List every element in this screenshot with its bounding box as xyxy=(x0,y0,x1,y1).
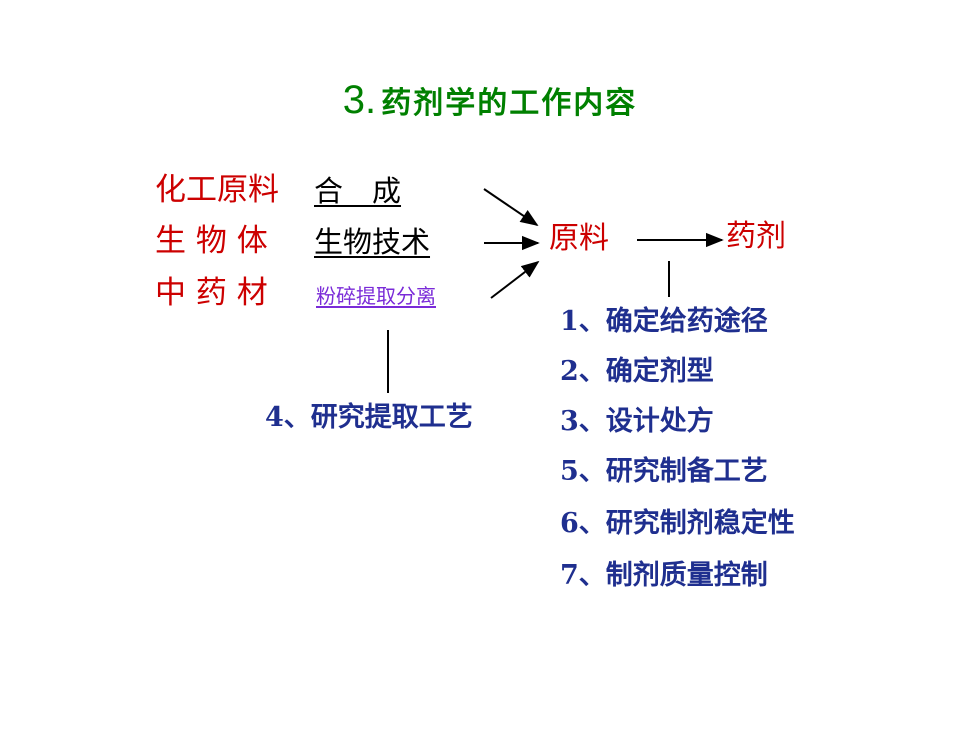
source-organism: 生 物 体 xyxy=(155,223,268,259)
diagram-title: 3. 药剂学的工作内容 xyxy=(0,80,980,120)
step-5: 5、研究制备工艺 xyxy=(560,456,768,487)
arrow-synthesis-to-raw xyxy=(483,188,539,227)
title-text: 药剂学的工作内容 xyxy=(381,86,638,121)
process-extraction[interactable]: 粉碎提取分离 xyxy=(316,284,436,308)
step-6: 6、研究制剂稳定性 xyxy=(560,508,795,539)
title-number: 3. xyxy=(342,78,377,122)
step-2: 2、确定剂型 xyxy=(560,356,714,387)
process-synthesis: 合 成 xyxy=(314,174,402,208)
step-7: 7、制剂质量控制 xyxy=(560,560,768,591)
process-biotech: 生物技术 xyxy=(314,225,431,259)
step-1: 1、确定给药途径 xyxy=(560,306,768,337)
arrow-extraction-to-raw xyxy=(490,260,540,299)
node-preparation: 药剂 xyxy=(726,219,786,254)
source-herbal: 中 药 材 xyxy=(155,275,268,311)
source-chemical: 化工原料 xyxy=(155,172,279,208)
node-raw-material: 原料 xyxy=(549,221,609,256)
extraction-step: 4、研究提取工艺 xyxy=(265,402,473,433)
step-3: 3、设计处方 xyxy=(560,406,714,437)
